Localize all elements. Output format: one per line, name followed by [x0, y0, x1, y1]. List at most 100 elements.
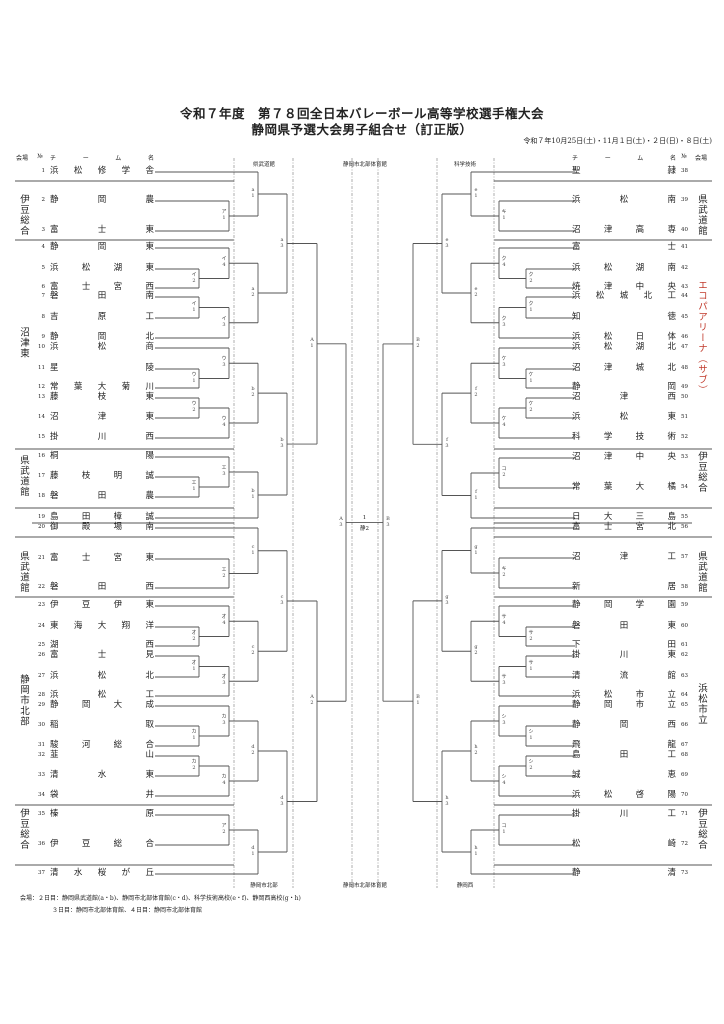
- team-name[interactable]: 富士宮北: [572, 522, 676, 532]
- match-label: ク 3: [501, 315, 507, 328]
- team-name[interactable]: 沼津中央: [572, 452, 676, 462]
- team-name[interactable]: 沼津東: [50, 412, 154, 422]
- team-name[interactable]: 磐田東: [572, 621, 676, 631]
- team-name[interactable]: 静岡学園: [572, 600, 676, 610]
- match-label: ケ 3: [501, 356, 507, 369]
- team-name[interactable]: 静岡大成: [50, 700, 154, 710]
- team-number: 18: [38, 493, 45, 499]
- team-name[interactable]: 韮山: [50, 750, 154, 760]
- team-number: 37: [38, 870, 45, 876]
- team-name[interactable]: 浜松工: [50, 690, 154, 700]
- team-name[interactable]: 聖隷: [572, 166, 676, 176]
- court-label-bottom: 静岡市北部体育館: [342, 883, 387, 889]
- team-name[interactable]: 掛川西: [50, 432, 154, 442]
- team-name[interactable]: 清水東: [50, 770, 154, 780]
- match-label: カ 4: [221, 774, 227, 786]
- team-number: 22: [38, 584, 45, 590]
- team-name[interactable]: 清水桜が丘: [50, 868, 154, 878]
- team-name[interactable]: 袋井: [50, 790, 154, 800]
- venue-column-header-left: 会場: [16, 155, 29, 162]
- team-name[interactable]: 静岡東: [50, 242, 154, 252]
- team-name[interactable]: 富士宮西: [50, 282, 154, 292]
- team-name[interactable]: 下田: [572, 640, 676, 650]
- team-name[interactable]: 掛川東: [572, 650, 676, 660]
- match-label: b 3: [280, 437, 284, 450]
- title-line-2: 静岡県予選大会男子組合せ（訂正版）: [251, 122, 473, 137]
- match-label: f 2: [474, 386, 478, 399]
- team-name[interactable]: 島田樟誠: [50, 512, 154, 522]
- team-name[interactable]: 沼津城北: [572, 363, 676, 373]
- team-number: 23: [38, 602, 45, 608]
- team-name[interactable]: 松崎: [572, 839, 676, 849]
- team-name[interactable]: 静岡市立: [572, 700, 676, 710]
- team-name[interactable]: 富士宮東: [50, 553, 154, 563]
- team-name[interactable]: 磐田農: [50, 491, 154, 501]
- team-name[interactable]: 静岡北: [50, 332, 154, 342]
- team-name[interactable]: 清流館: [572, 671, 676, 681]
- match-label: シ 1: [528, 729, 534, 741]
- team-name[interactable]: 吉原工: [50, 312, 154, 322]
- team-name[interactable]: 日大三島: [572, 512, 676, 522]
- team-name[interactable]: 新居: [572, 582, 676, 592]
- team-name[interactable]: 駿河総合: [50, 740, 154, 750]
- team-name[interactable]: 静岡西: [572, 720, 676, 730]
- team-name[interactable]: 常葉大橘: [572, 482, 676, 492]
- team-name[interactable]: 榛原: [50, 809, 154, 819]
- team-name[interactable]: 富士見: [50, 650, 154, 660]
- team-name[interactable]: 稲取: [50, 720, 154, 730]
- team-name[interactable]: 静岡農: [50, 195, 154, 205]
- match-label: d 2: [251, 744, 255, 756]
- team-name[interactable]: 静清: [572, 868, 676, 878]
- match-label: B 2: [416, 336, 420, 349]
- team-name[interactable]: 伊豆総合: [50, 839, 154, 849]
- team-name[interactable]: 常葉大菊川: [50, 382, 154, 392]
- team-name[interactable]: 星陵: [50, 363, 154, 373]
- team-name[interactable]: 浜松南: [572, 195, 676, 205]
- team-name[interactable]: 誠恵: [572, 770, 676, 780]
- team-number: 64: [681, 692, 688, 698]
- team-name[interactable]: 浜松湖北: [572, 342, 676, 352]
- team-number: 60: [681, 623, 688, 629]
- team-name[interactable]: 島田工: [572, 750, 676, 760]
- team-name[interactable]: 科学技術: [572, 432, 676, 442]
- match-label: g 3: [445, 593, 449, 606]
- team-name[interactable]: 富士東: [50, 225, 154, 235]
- team-name[interactable]: 浜松商: [50, 342, 154, 352]
- team-name[interactable]: 沼津工: [572, 552, 676, 562]
- team-name[interactable]: 浜松修学舎: [50, 166, 154, 176]
- team-name[interactable]: 桐陽: [50, 451, 154, 461]
- team-name[interactable]: 富士: [572, 242, 676, 252]
- team-number: 30: [38, 722, 45, 728]
- team-name[interactable]: 磐田西: [50, 582, 154, 592]
- match-label: e 1: [474, 187, 478, 199]
- match-label: A 1: [310, 336, 314, 349]
- team-name[interactable]: 伊豆伊東: [50, 600, 154, 610]
- team-name[interactable]: 東海大翔洋: [50, 621, 154, 631]
- team-name[interactable]: 湖西: [50, 640, 154, 650]
- team-number: 62: [681, 652, 688, 658]
- team-name[interactable]: 焼津中央: [572, 282, 676, 292]
- team-name[interactable]: 浜松啓陽: [572, 790, 676, 800]
- team-name[interactable]: 飛龍: [572, 740, 676, 750]
- team-number: 43: [681, 284, 688, 290]
- team-name[interactable]: 浜松城北工: [572, 291, 676, 301]
- team-name[interactable]: 藤枝東: [50, 392, 154, 402]
- team-number: 24: [38, 623, 45, 629]
- team-name[interactable]: 藤枝明誠: [50, 471, 154, 481]
- team-name[interactable]: 沼津高専: [572, 225, 676, 235]
- team-name[interactable]: 静岡: [572, 382, 676, 392]
- team-name[interactable]: 浜松北: [50, 671, 154, 681]
- team-name[interactable]: 浜松市立: [572, 690, 676, 700]
- team-name[interactable]: 浜松日体: [572, 332, 676, 342]
- team-name[interactable]: 沼津西: [572, 392, 676, 402]
- team-name[interactable]: 知徳: [572, 312, 676, 322]
- team-name[interactable]: 浜松湖東: [50, 263, 154, 273]
- team-name[interactable]: 御殿場南: [50, 522, 154, 532]
- team-name[interactable]: 浜松東: [572, 412, 676, 422]
- match-label: h 2: [474, 744, 478, 756]
- team-name[interactable]: 掛川工: [572, 809, 676, 819]
- team-name[interactable]: 磐田南: [50, 291, 154, 301]
- match-label: ウ 2: [191, 401, 197, 413]
- match-label: カ 1: [191, 729, 197, 741]
- team-name[interactable]: 浜松湖南: [572, 263, 676, 273]
